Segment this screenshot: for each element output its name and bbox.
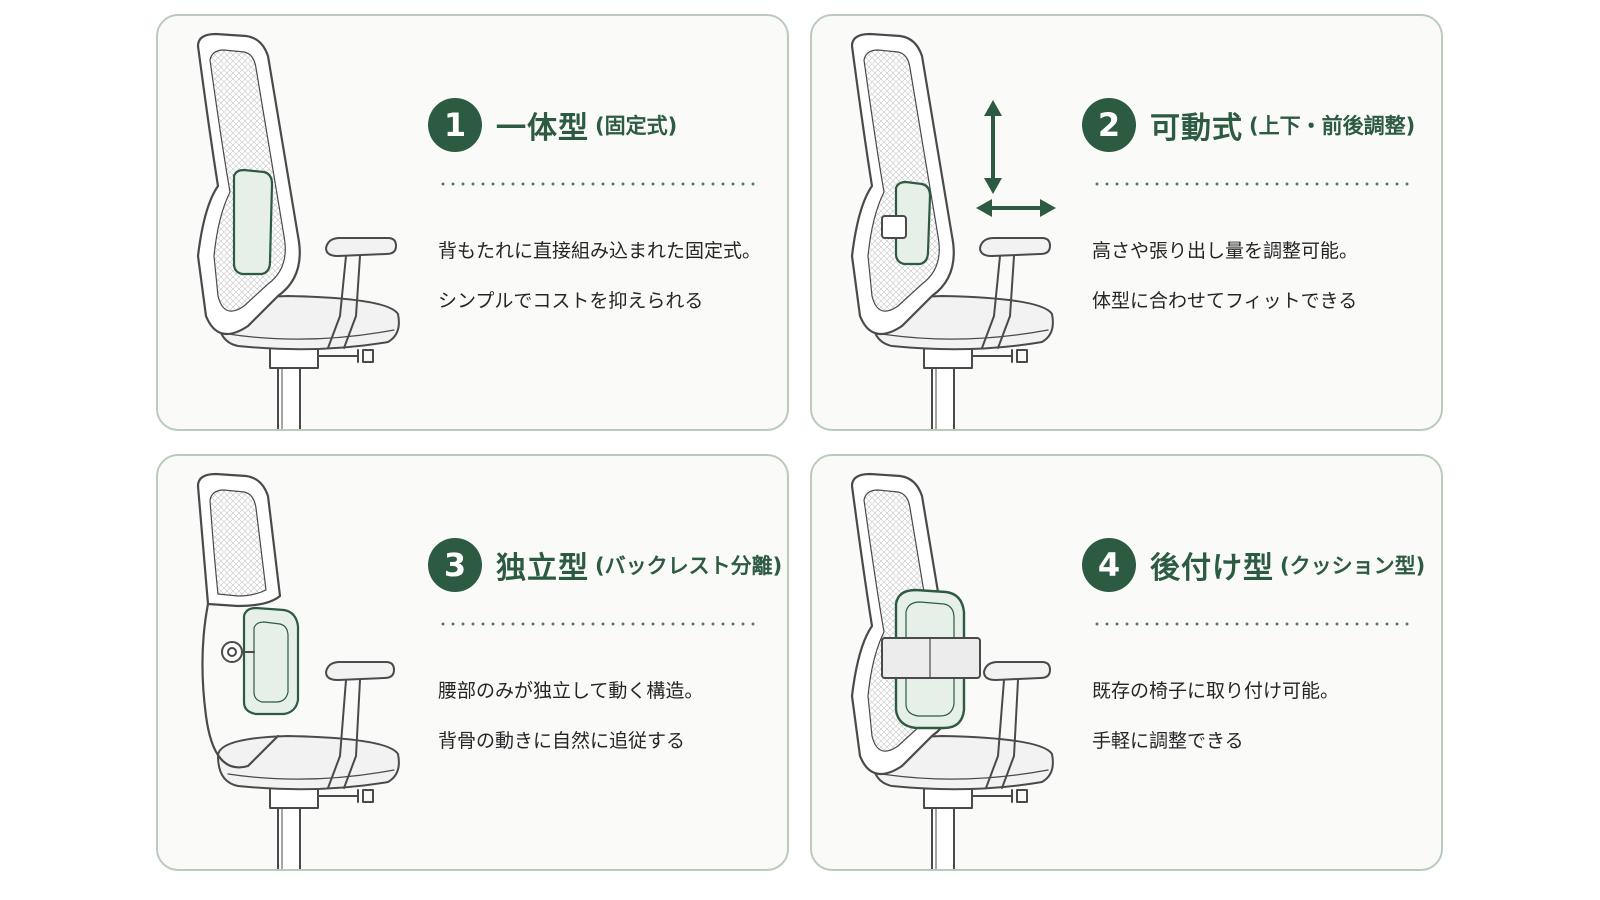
description-line: 体型に合わせてフィットできる xyxy=(1092,290,1358,312)
dotted-divider xyxy=(438,622,760,626)
dotted-divider xyxy=(1092,622,1414,626)
card-independent-type: 3 独立型 (バックレスト分離) 腰部のみが独立して動く構造。 背骨の動きに自然… xyxy=(156,454,789,871)
description-line: 既存の椅子に取り付け可能。 xyxy=(1092,680,1340,702)
number-badge: 4 xyxy=(1082,538,1136,592)
lumbar-support xyxy=(242,606,300,716)
description-line: シンプルでコストを抑えられる xyxy=(438,290,704,312)
office-chair-illustration xyxy=(850,32,1056,429)
lumbar-support xyxy=(232,168,274,276)
office-chair-illustration xyxy=(196,472,400,869)
description-line: 腰部のみが独立して動く構造。 xyxy=(438,680,704,702)
description-line: 背骨の動きに自然に追従する xyxy=(438,730,686,752)
card-title: 可動式 xyxy=(1150,111,1243,146)
office-chair-illustration xyxy=(850,472,1054,869)
description-line: 高さや張り出し量を調整可能。 xyxy=(1092,240,1359,262)
card-title: 独立型 xyxy=(496,551,589,586)
number-badge: 2 xyxy=(1082,98,1136,152)
card-description: 腰部のみが独立して動く構造。 背骨の動きに自然に追従する xyxy=(438,666,703,766)
card-description: 既存の椅子に取り付け可能。 手軽に調整できる xyxy=(1092,666,1339,766)
lumbar-support xyxy=(894,180,932,266)
card-retrofit-type: 4 後付け型 (クッション型) 既存の椅子に取り付け可能。 手軽に調整できる xyxy=(810,454,1443,871)
dotted-divider xyxy=(438,182,760,186)
card-title-row: 4 後付け型 (クッション型) xyxy=(1082,538,1425,592)
description-line: 背もたれに直接組み込まれた固定式。 xyxy=(438,240,762,262)
strap xyxy=(881,637,981,679)
card-subtitle: (クッション型) xyxy=(1280,554,1426,578)
office-chair-illustration xyxy=(196,32,400,429)
card-integrated-type: 1 一体型 (固定式) 背もたれに直接組み込まれた固定式。 シンプルでコストを抑… xyxy=(156,14,789,431)
card-title-row: 1 一体型 (固定式) xyxy=(428,98,677,152)
card-subtitle: (バックレスト分離) xyxy=(595,554,783,578)
card-subtitle: (上下・前後調整) xyxy=(1249,114,1416,138)
description-line: 手軽に調整できる xyxy=(1092,730,1244,752)
card-title-row: 2 可動式 (上下・前後調整) xyxy=(1082,98,1415,152)
dotted-divider xyxy=(1092,182,1414,186)
number-badge: 1 xyxy=(428,98,482,152)
card-subtitle: (固定式) xyxy=(595,114,678,138)
card-description: 高さや張り出し量を調整可能。 体型に合わせてフィットできる xyxy=(1092,226,1358,326)
card-description: 背もたれに直接組み込まれた固定式。 シンプルでコストを抑えられる xyxy=(438,226,761,326)
card-title-row: 3 独立型 (バックレスト分離) xyxy=(428,538,782,592)
card-title: 後付け型 xyxy=(1150,551,1274,586)
card-adjustable-type: 2 可動式 (上下・前後調整) 高さや張り出し量を調整可能。 体型に合わせてフィ… xyxy=(810,14,1443,431)
card-title: 一体型 xyxy=(496,111,589,146)
number-badge: 3 xyxy=(428,538,482,592)
